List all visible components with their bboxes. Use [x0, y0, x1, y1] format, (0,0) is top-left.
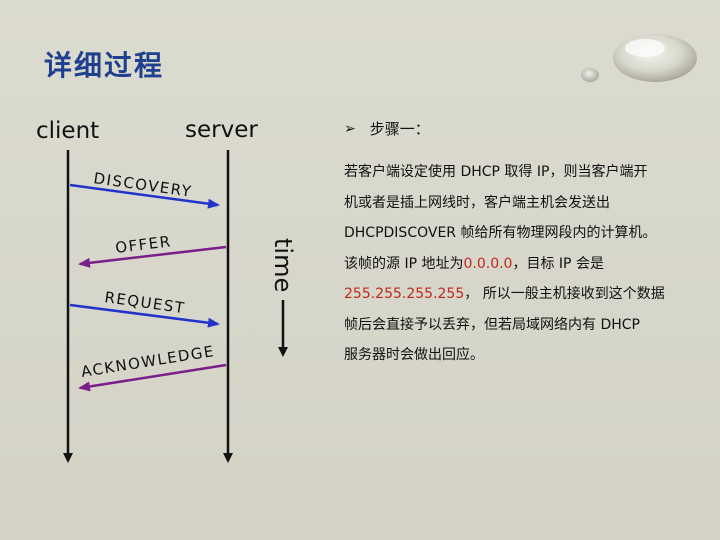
dhcp-sequence-diagram: client server time DISCOVERY OFFER REQUE… [36, 117, 297, 463]
client-label: client [36, 118, 99, 144]
line5-suffix: ， 所以一般主机接收到这个数据 [464, 286, 665, 302]
server-label: server [185, 117, 258, 143]
description-line-5: 255.255.255.255， 所以一般主机接收到这个数据 [344, 279, 704, 310]
line4-prefix: 该帧的源 IP 地址为 [344, 255, 464, 272]
description-line-6: 帧后会直接予以丢弃，但若局域网络内有 DHCP [344, 316, 640, 333]
request-arrow [69, 303, 220, 328]
time-label: time [269, 238, 297, 292]
source-ip-highlight: 0.0.0.0 [463, 255, 513, 272]
description-line-3: DHCPDISCOVER 帧给所有物理网段内的计算机。 [344, 225, 657, 241]
discovery-arrow [69, 183, 220, 209]
broadcast-ip-highlight: 255.255.255.255 [344, 286, 465, 302]
description-line-7: 服务器时会做出回应。 [344, 347, 484, 363]
step-heading-text: 步骤一： [369, 120, 430, 138]
request-label: REQUEST [103, 288, 186, 317]
description-line-2: 机或者是插上网线时，客户端主机会发送出 [344, 194, 610, 211]
acknowledge-label: ACKNOWLEDGE [80, 342, 216, 381]
description-line-4: 该帧的源 IP 地址为0.0.0.0，目标 IP 会是 [344, 249, 704, 280]
acknowledge-arrow [78, 363, 227, 392]
offer-arrow [78, 245, 227, 268]
step-description: ➢ 步骤一： 若客户端设定使用 DHCP 取得 IP，则当客户端开 机或者是插上… [344, 118, 704, 371]
step-heading: ➢ 步骤一： [344, 118, 704, 139]
small-drop-icon [581, 68, 599, 82]
line4-suffix: ，目标 IP 会是 [512, 255, 604, 272]
description-line-1: 若客户端设定使用 DHCP 取得 IP，则当客户端开 [344, 164, 648, 180]
page-title: 详细过程 [44, 49, 165, 82]
arrow-bullet-icon: ➢ [344, 120, 356, 137]
